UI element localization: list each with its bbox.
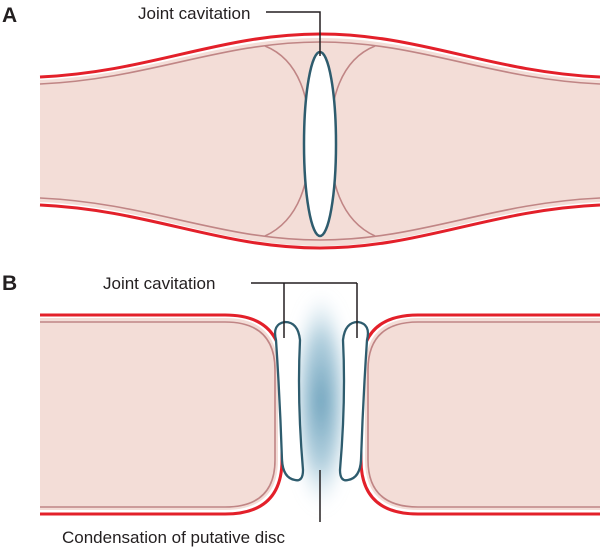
leader-line-b-top [251,282,358,338]
joint-cavity-b-left [273,320,305,482]
joint-cavity-a [302,50,338,238]
joint-cavity-b-right [338,320,370,482]
panel-b-left-bone [40,313,284,516]
label-joint-cavitation-b: Joint cavitation [103,274,215,293]
label-condensation-disc: Condensation of putative disc [62,528,286,547]
panel-b-right-bone [359,313,600,516]
panel-b-letter: B [2,272,17,295]
leader-line-a [266,11,321,56]
panel-a-letter: A [2,4,17,27]
condensation-disc [292,292,350,510]
label-joint-cavitation-a: Joint cavitation [138,4,250,23]
